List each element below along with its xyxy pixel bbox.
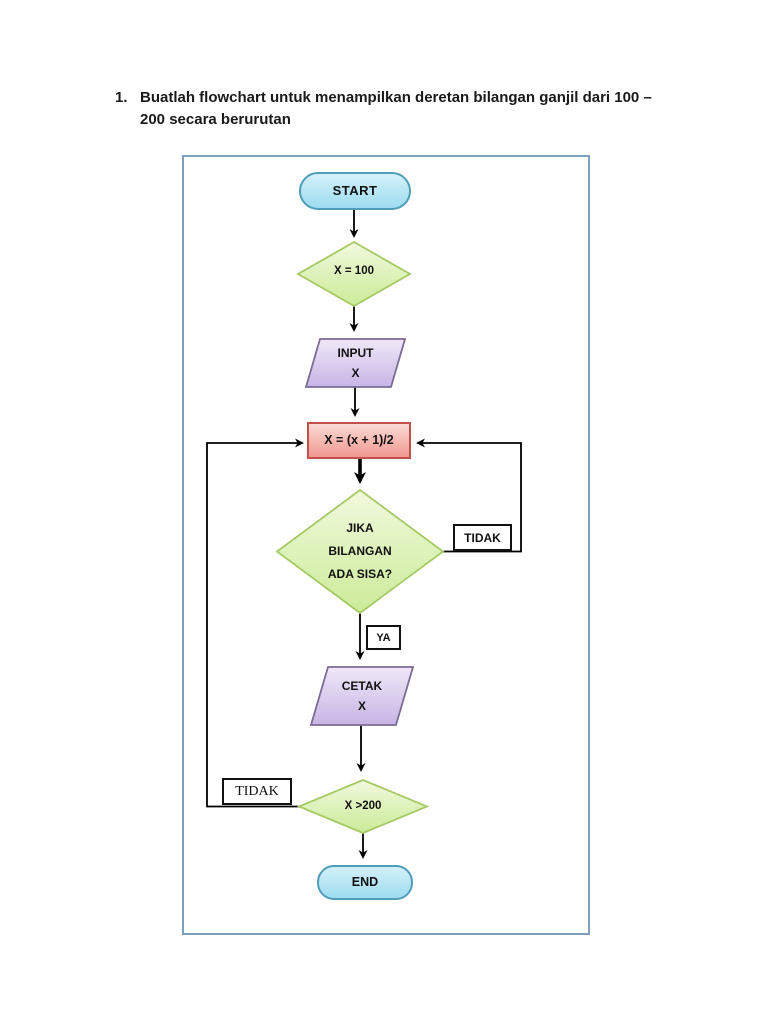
- final-decision-shape: [296, 779, 430, 834]
- ya-badge: YA: [366, 625, 401, 650]
- main-decision-line3: ADA SISA?: [327, 566, 393, 581]
- input-io-shape: [304, 338, 407, 388]
- start-label: START: [332, 182, 378, 198]
- end-label: END: [351, 874, 379, 889]
- init-decision-shape: [296, 240, 412, 308]
- connector-tidak-loop-left: [206, 438, 304, 808]
- cetak-label-line2: X: [357, 698, 366, 713]
- main-decision-line2: BILANGAN: [328, 544, 392, 559]
- main-decision-line1: JIKA: [346, 521, 374, 536]
- input-label-line1: INPUT: [337, 345, 374, 360]
- process-label: X = (x + 1)/2: [324, 432, 394, 447]
- tidak-left-badge: TIDAK: [222, 778, 292, 805]
- init-condition-label: X = 100: [334, 264, 374, 277]
- start-terminator-shape: [299, 172, 411, 210]
- cetak-io-shape: [309, 666, 415, 726]
- input-label-line2: X: [351, 365, 360, 380]
- question-text: Buatlah flowchart untuk menampilkan dere…: [140, 89, 652, 128]
- input-label: INPUT X: [306, 340, 405, 386]
- connector-tidak-loop-right: [416, 438, 522, 553]
- question-heading: 1. Buatlah flowchart untuk menampilkan d…: [115, 87, 655, 131]
- main-decision-label: JIKA BILANGAN ADA SISA?: [277, 490, 443, 613]
- main-decision-shape: [275, 488, 445, 615]
- end-terminator-shape: [317, 865, 413, 900]
- tidak-right-badge: TIDAK: [453, 524, 512, 551]
- cetak-label-line1: CETAK: [341, 678, 383, 693]
- question-number: 1.: [115, 89, 128, 106]
- cetak-label: CETAK X: [311, 668, 413, 724]
- process-shape: [307, 422, 411, 459]
- final-decision-label: X >200: [344, 800, 382, 813]
